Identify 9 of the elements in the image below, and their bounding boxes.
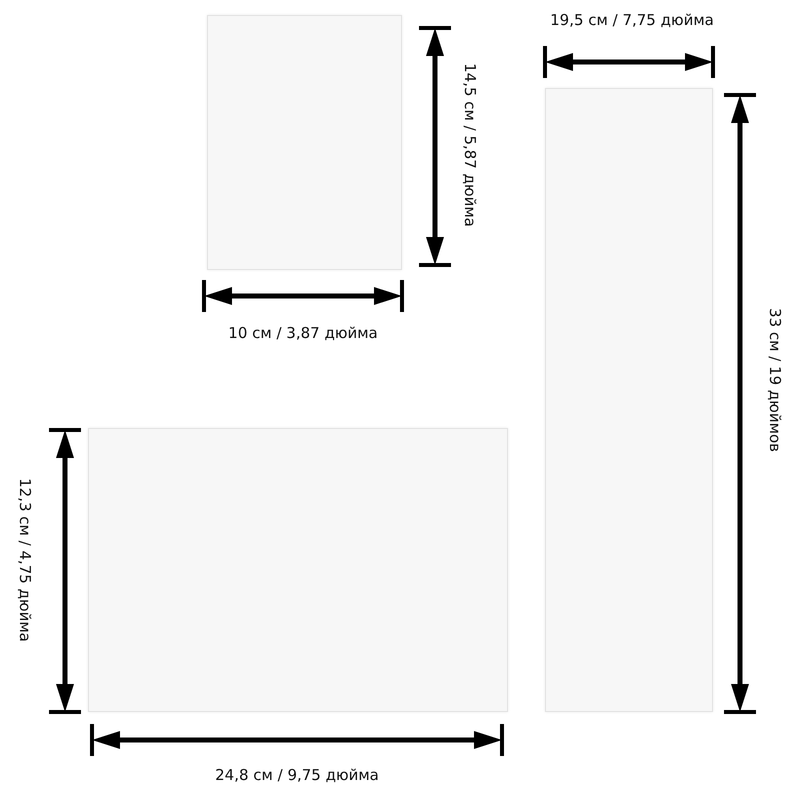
paper-sheet <box>207 15 402 270</box>
dimension-label: 10 см / 3,87 дюйма <box>228 324 378 342</box>
dimension-label: 14,5 см / 5,87 дюйма <box>461 63 479 227</box>
paper-sheet <box>545 88 713 712</box>
dimension-label: 12,3 см / 4,75 дюйма <box>16 478 34 642</box>
dimension-label: 33 см / 19 дюймов <box>766 308 784 452</box>
dimension-label: 24,8 см / 9,75 дюйма <box>215 766 379 784</box>
paper-sheet <box>88 428 508 712</box>
dimension-label: 19,5 см / 7,75 дюйма <box>550 11 714 29</box>
